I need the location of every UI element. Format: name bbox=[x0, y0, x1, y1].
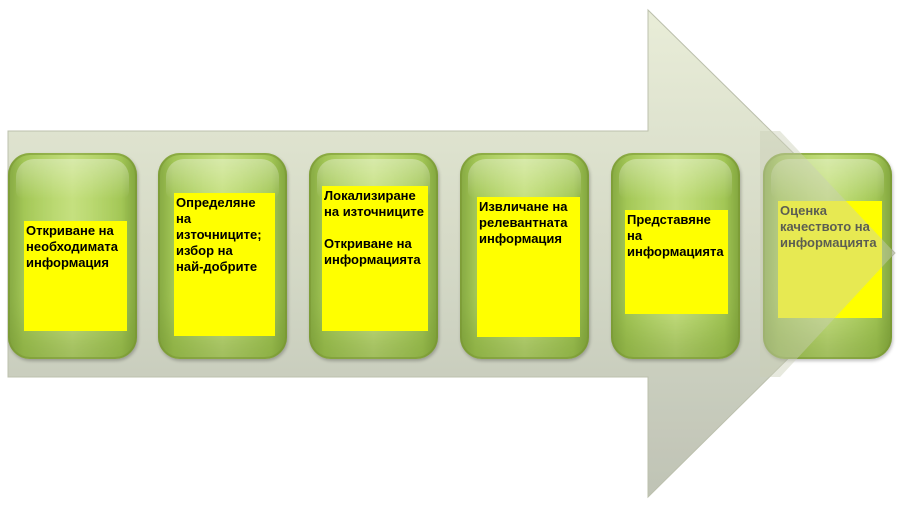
process-step-2: Определяне на източниците; избор на най-… bbox=[158, 153, 287, 359]
step-6-label: Оценка качеството на информацията bbox=[778, 201, 882, 318]
step-5-label: Представяне на информацията bbox=[625, 210, 728, 314]
process-step-1: Откриване на необходимата информация bbox=[8, 153, 137, 359]
process-step-5: Представяне на информацията bbox=[611, 153, 740, 359]
step-4-label: Извличане на релевантната информация bbox=[477, 197, 580, 337]
step-2-label: Определяне на източниците; избор на най-… bbox=[174, 193, 275, 336]
step-1-label: Откриване на необходимата информация bbox=[24, 221, 127, 331]
process-step-3: Локализиране на източниците Откриване на… bbox=[309, 153, 438, 359]
process-step-6: Оценка качеството на информацията bbox=[763, 153, 892, 359]
step-3-label: Локализиране на източниците Откриване на… bbox=[322, 186, 428, 331]
process-step-4: Извличане на релевантната информация bbox=[460, 153, 589, 359]
